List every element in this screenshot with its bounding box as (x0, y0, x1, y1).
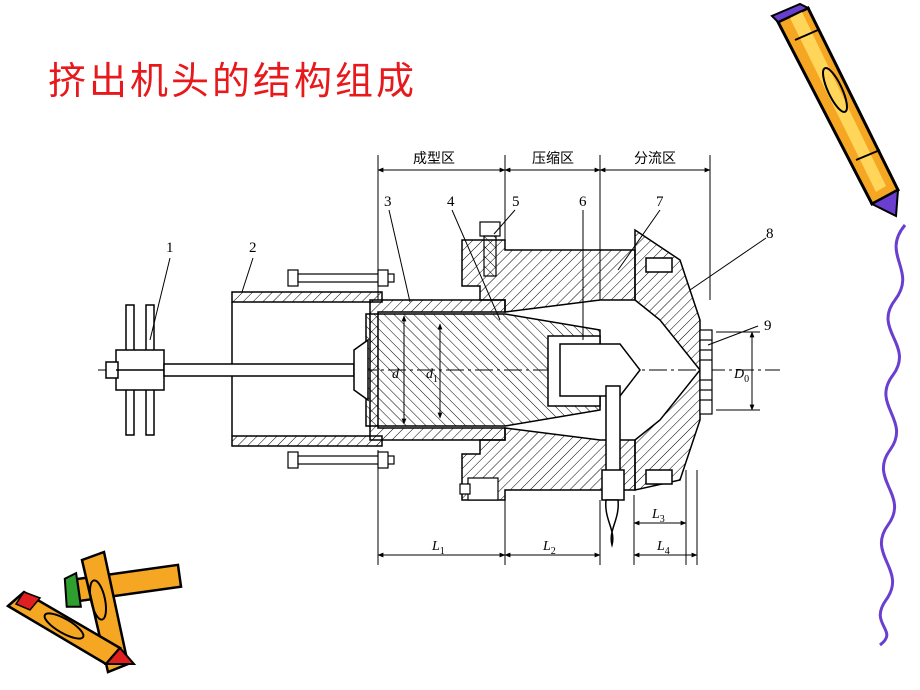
part-label-6: 6 (579, 194, 587, 210)
dim-D0: D0 (733, 367, 749, 385)
dim-L2: L2 (542, 539, 556, 557)
part-label-3: 3 (384, 194, 392, 210)
zone-label-compression: 压缩区 (532, 151, 574, 167)
pencil-decoration-icon (770, 2, 900, 218)
part-5-bolt (459, 221, 501, 501)
diameter-dimensions (401, 315, 760, 425)
part-label-1: 1 (166, 240, 174, 256)
part-label-8: 8 (766, 226, 774, 242)
dim-L1: L1 (431, 539, 445, 557)
part-label-4: 4 (447, 194, 455, 210)
zone-label-distribution: 分流区 (634, 151, 676, 167)
part-9-screen-plate (699, 329, 713, 415)
crossed-pencils-icon (5, 550, 183, 674)
dim-d1: d1 (426, 367, 438, 385)
part-1-clamp-nut (105, 304, 165, 436)
part-label-5: 5 (512, 194, 520, 210)
head-housing (461, 239, 636, 501)
part-label-7: 7 (656, 194, 664, 210)
flange-bolts (287, 269, 395, 469)
wavy-border-icon (878, 224, 907, 647)
part-label-9: 9 (764, 318, 772, 334)
part-label-2: 2 (249, 240, 257, 256)
part-2-barrel (163, 291, 383, 447)
dim-L4: L4 (656, 539, 670, 557)
slide-title: 挤出机头的结构组成 (48, 59, 418, 103)
part-6-torpedo (547, 335, 641, 548)
dim-L3: L3 (651, 507, 665, 525)
dim-d: d (392, 367, 400, 382)
part-8-adapter (634, 228, 701, 491)
length-dimensions (377, 450, 698, 565)
part-4-mandrel (353, 313, 601, 427)
zone-label-forming: 成型区 (413, 151, 455, 167)
leader-lines (149, 209, 767, 346)
